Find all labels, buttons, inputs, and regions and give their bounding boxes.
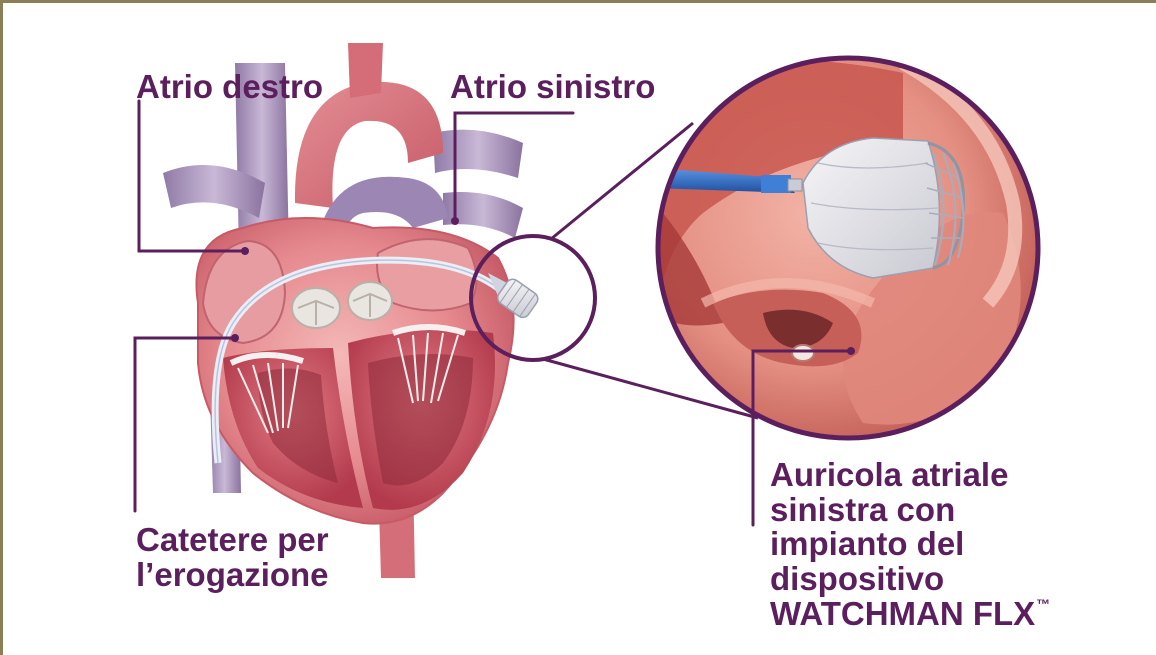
label-catheter-line-2: l’erogazione — [136, 558, 329, 593]
label-left-atrium: Atrio sinistro — [450, 70, 655, 103]
label-catheter: Catetere per l’erogazione — [136, 523, 329, 592]
heart-cross-section — [163, 43, 541, 578]
trademark-symbol: ™ — [1036, 596, 1050, 612]
label-appendage-line-1: Auricola atriale — [770, 458, 1050, 493]
label-appendage: Auricola atriale sinistra con impianto d… — [770, 458, 1050, 631]
label-right-atrium: Atrio destro — [136, 70, 323, 103]
pulmonary-vein-right — [433, 130, 523, 178]
label-appendage-line-4: dispositivo — [770, 562, 1050, 597]
label-catheter-line-1: Catetere per — [136, 523, 329, 558]
label-appendage-line-3: impianto del — [770, 527, 1050, 562]
label-appendage-line-5: WATCHMAN FLX™ — [770, 597, 1050, 632]
label-appendage-line-2: sinistra con — [770, 493, 1050, 528]
aortic-branch — [348, 43, 383, 98]
device-name: WATCHMAN FLX — [770, 595, 1035, 632]
